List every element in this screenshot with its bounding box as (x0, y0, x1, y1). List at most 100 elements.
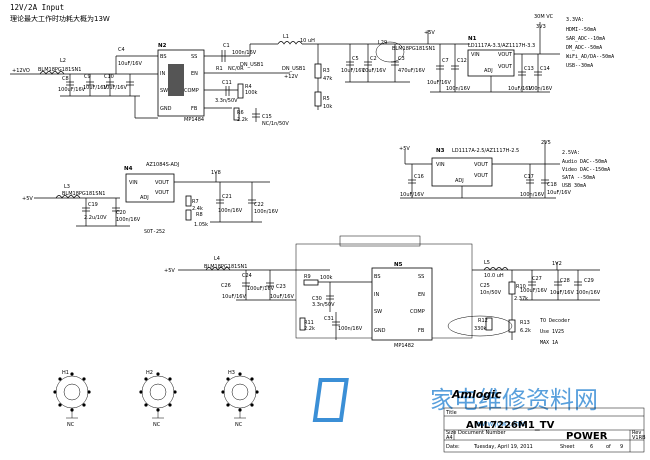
l1-inductor (277, 41, 303, 45)
c18-val: 10uF/16V (547, 190, 571, 196)
title-block: Amlogic Title AML7226M1_TV Size A4 Docum… (443, 388, 646, 453)
n3-pin-vin: VIN (436, 162, 445, 168)
buck-converter-2: +5V L4 BLM18PG181SN1 C24 100uF/16V C26 1… (164, 235, 601, 349)
n1-pin-vout: VOUT (498, 52, 513, 58)
r6-val: 2.2k (237, 117, 248, 123)
ldo18-input: +5V (22, 196, 33, 202)
n5-pin-in: IN (374, 292, 379, 298)
n3-pin-vout: VOUT (474, 162, 489, 168)
n2-pin-fb: FB (191, 106, 198, 112)
r5-resistor (314, 91, 322, 107)
dn-usb2-label: DN_USB1 (282, 66, 306, 72)
title-value: AML7226M1_TV (466, 420, 555, 431)
n5-ic (371, 267, 433, 341)
note-3v3-4: WiFi_AD/DA--50mA (566, 54, 614, 60)
c28-ref: C28 (560, 278, 570, 284)
notes-2v5: 2.5VA: Audio DAC--50mA Video DAC--150mA … (562, 150, 610, 189)
ldo-1v8: +5V L3 BLM18PG181SN1 C19 2.2u/10V C20 10… (22, 162, 279, 235)
r12-resistor (485, 317, 493, 331)
header-power-note: 理论最大工作时功耗大概为13W (10, 14, 110, 23)
c15-ref: C15 (262, 114, 272, 120)
c24-ref: C24 (242, 273, 252, 279)
n1-part: LD1117A-3.3/AZ1117H-3.3 (468, 43, 535, 49)
package-label: SOT-252 (144, 229, 165, 235)
l1-val: 10 uH (300, 38, 315, 44)
n4-pin-adj: ADJ (140, 195, 149, 201)
r12-ref: R12 (478, 318, 488, 324)
n5-pin-fb: FB (418, 328, 425, 334)
c29-ref: C29 (584, 278, 594, 284)
n5-pin-comp: COMP (410, 309, 425, 315)
n3-part: LD1117A-2.5/AZ1117H-2.5 (452, 148, 519, 154)
rail-1v2: 1V2 (552, 261, 562, 267)
l2-part: BLM18PG181SN1 (38, 67, 81, 73)
l5-val: 10.0 uH (484, 273, 504, 279)
n5-pin-ss: SS (418, 274, 424, 280)
c27-val: 100uF/16V (520, 288, 548, 294)
n1-ic (467, 49, 515, 77)
n2-pin-en: EN (191, 71, 198, 77)
l1-ref: L1 (283, 34, 289, 40)
l5-ref: L5 (484, 260, 490, 266)
r4-ref: R4 (245, 84, 252, 90)
note-decoder-1: Use 1V25 (540, 329, 564, 335)
n5-pin-bs: BS (374, 274, 381, 280)
r10-val: 2.37k (514, 296, 528, 302)
watermark-logo-icon (312, 378, 349, 422)
decoder-highlight (447, 315, 513, 337)
c2-ref: C2 (370, 56, 377, 62)
c31-ref: C31 (324, 316, 334, 322)
c5-val: 10uF/16V (341, 68, 365, 74)
h3-nc: NC (235, 422, 243, 428)
n4-ic (125, 173, 175, 203)
n1-ref: N1 (468, 36, 477, 42)
mounting-holes: H1 NC H2 NC H3 NC (53, 370, 259, 428)
l2-inductor (39, 71, 65, 75)
c11-val: 3.3n/50V (215, 98, 238, 104)
n4-ref: N4 (124, 166, 133, 172)
c4-val: 10uF/16V (118, 61, 142, 67)
r6-ref: R6 (237, 110, 244, 116)
l4-part: BLM18PG181SN1 (204, 264, 247, 270)
note-2v5-0: 2.5VA: (562, 150, 580, 156)
c1-val: 100n/16V (232, 50, 257, 56)
c14-val: 100n/16V (528, 86, 553, 92)
note-3v3-1: HDMI--50mA (566, 27, 596, 33)
c8-ref: C8 (62, 76, 69, 82)
watermark-text: 家电维修资料网 (430, 386, 598, 414)
n2-part: MP1484 (184, 117, 204, 123)
c17-val: 100n/16V (520, 192, 545, 198)
r8-ref: R8 (196, 212, 203, 218)
r11-ref: R11 (304, 320, 314, 326)
v5-label: +5V (424, 30, 435, 36)
note-2v5-3: SATA --50mA (562, 175, 595, 181)
c21-ref: C21 (222, 194, 232, 200)
n4-pin-vout: VOUT (155, 180, 170, 186)
r7-ref: R7 (192, 199, 199, 205)
c19-ref: C19 (88, 202, 98, 208)
n2-pin-sw: SW (160, 88, 168, 94)
c26-ref: C26 (221, 283, 231, 289)
r13-val: 6.2k (520, 328, 531, 334)
buck2-wire-top (339, 235, 421, 247)
r7-resistor (185, 195, 192, 207)
c15-val: NC/1n/50V (262, 121, 289, 127)
rev-value: V1RB (632, 435, 646, 441)
c22-ref: C22 (254, 202, 264, 208)
ldo-2v5: +5V N3 LD1117A-2.5/AZ1117H-2.5 VIN VOUT … (399, 140, 571, 199)
c27-ref: C27 (532, 276, 542, 282)
n4-pin-vout2: VOUT (155, 190, 170, 196)
r1-val: NC/0R (228, 66, 244, 72)
hole-h1: H1 NC (53, 370, 91, 428)
n3-pin-adj: ADJ (455, 178, 464, 184)
r10-ref: R10 (516, 284, 526, 290)
c23-ref: C23 (276, 284, 286, 290)
note-3v3-0: 3.3VA: (566, 17, 584, 23)
notes-decoder: TO Decoder Use 1V25 MAX 1A (540, 318, 570, 346)
n1-pin-vin: VIN (471, 52, 480, 58)
ldo-3v3: N1 LD1117A-3.3/AZ1117H-3.3 VIN VOUT VOUT… (427, 14, 560, 93)
c4-ref: C4 (118, 47, 125, 53)
c13-val: 10uF/16V (508, 86, 532, 92)
n2-pin-comp: COMP (184, 88, 199, 94)
